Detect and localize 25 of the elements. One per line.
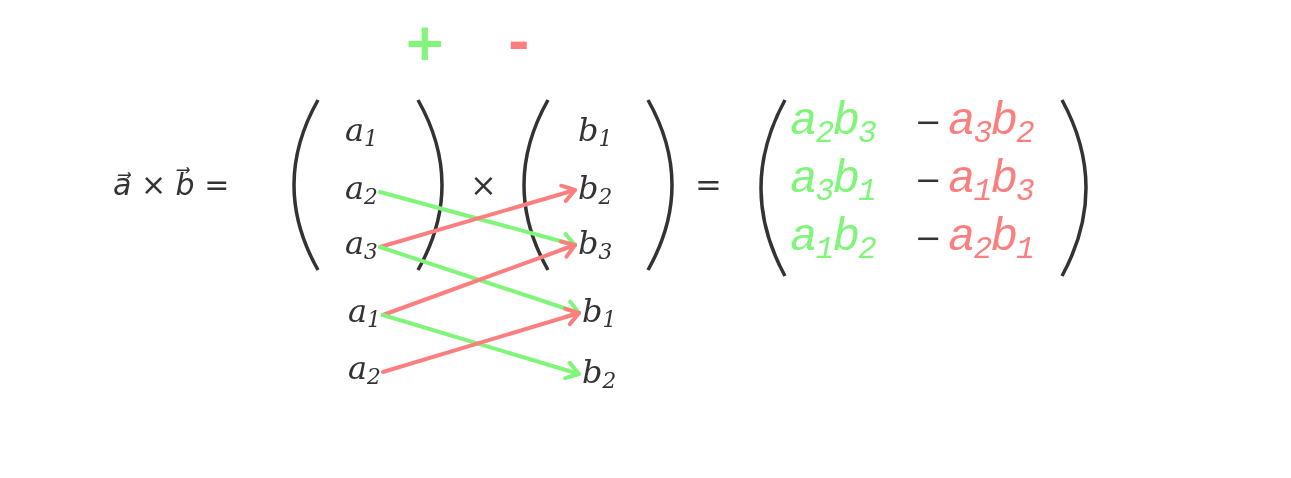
product-term: a$_{3}$b$_{1}$ <box>790 157 875 203</box>
minus-sign: − <box>915 222 942 254</box>
arrow <box>380 306 581 374</box>
matrix-entry: a$_{2}$ <box>345 172 378 204</box>
arrow <box>380 313 581 381</box>
matrix-entry: a$_{1}$ <box>345 114 378 146</box>
matrix-entry: a$_{3}$ <box>345 227 378 259</box>
matrix-entry: a$_{1}$ <box>348 295 381 327</box>
product-term: a$_{2}$b$_{1}$ <box>948 215 1033 261</box>
matrix-entry: b$_{2}$ <box>582 356 617 388</box>
product-term: a$_{1}$b$_{3}$ <box>948 157 1033 203</box>
product-term: a$_{2}$b$_{3}$ <box>790 99 875 145</box>
product-term: a$_{3}$b$_{2}$ <box>948 99 1033 145</box>
product-term: a$_{1}$b$_{2}$ <box>790 215 875 261</box>
matrix-entry: b$_{1}$ <box>578 114 613 146</box>
minus-sign: - <box>508 16 530 68</box>
equals-sign: = <box>695 169 722 201</box>
plus-sign: + <box>403 16 447 68</box>
matrix-entry: a$_{2}$ <box>348 352 381 384</box>
matrix-entry: b$_{1}$ <box>582 295 617 327</box>
minus-sign: − <box>915 164 942 196</box>
matrix-entry: b$_{2}$ <box>578 172 613 204</box>
matrix-entry: b$_{3}$ <box>578 227 613 259</box>
minus-sign: − <box>915 106 942 138</box>
times-sign: × <box>470 169 497 201</box>
